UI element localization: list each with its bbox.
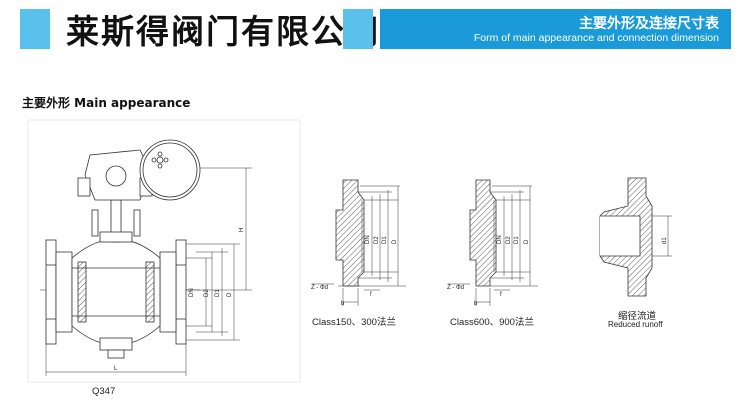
c600-z-label: Z - Φd bbox=[447, 285, 464, 291]
header-accent-block-left bbox=[20, 9, 50, 49]
c600-f-label: f bbox=[500, 292, 502, 298]
flange-class150-drawing bbox=[312, 179, 406, 306]
reduced-runoff-drawing bbox=[599, 177, 672, 297]
c150-d2-label: D2 bbox=[374, 236, 380, 244]
c150-b-label: b bbox=[341, 301, 345, 307]
c150-d1-label: D1 bbox=[382, 236, 388, 244]
c600-b-label: b bbox=[474, 301, 478, 307]
valve-dn-label: DN bbox=[189, 288, 195, 297]
c150-f-label: f bbox=[370, 292, 372, 298]
valve-caption: Q347 bbox=[92, 386, 116, 397]
c150-d-label: D bbox=[392, 239, 398, 244]
c150-z-label: Z - Φd bbox=[311, 285, 328, 291]
c600-d1-label: D1 bbox=[514, 236, 520, 244]
valve-d1-label: D1 bbox=[215, 289, 221, 297]
section-banner: 主要外形及连接尺寸表 Form of main appearance and c… bbox=[380, 9, 731, 49]
valve-l-label: L bbox=[114, 366, 118, 372]
company-name: 莱斯得阀门有限公司 bbox=[66, 12, 381, 51]
flange-class600-drawing bbox=[448, 179, 538, 306]
valve-d-label: D bbox=[227, 292, 233, 297]
reduced-d1-label: d1 bbox=[662, 237, 668, 244]
c600-d2-label: D2 bbox=[506, 236, 512, 244]
section-title: 主要外形 Main appearance bbox=[22, 96, 191, 110]
ball-valve-drawing bbox=[27, 119, 301, 383]
valve-h-label: H bbox=[239, 228, 245, 232]
valve-d2-label: D2 bbox=[204, 289, 210, 297]
reduced-runoff-caption-en: Reduced runoff bbox=[608, 320, 663, 329]
c600-d-label: D bbox=[524, 239, 530, 244]
banner-title-cn: 主要外形及连接尺寸表 bbox=[579, 16, 719, 32]
reduced-runoff-caption-cn: 缩径流道 bbox=[618, 311, 657, 322]
c600-dn-label: DN bbox=[497, 235, 503, 244]
banner-title-en: Form of main appearance and connection d… bbox=[473, 32, 719, 44]
c150-dn-label: DN bbox=[365, 235, 371, 244]
class150-caption: Class150、300法兰 bbox=[312, 317, 396, 328]
class600-caption: Class600、900法兰 bbox=[450, 317, 534, 328]
header-accent-block-right bbox=[343, 9, 373, 49]
